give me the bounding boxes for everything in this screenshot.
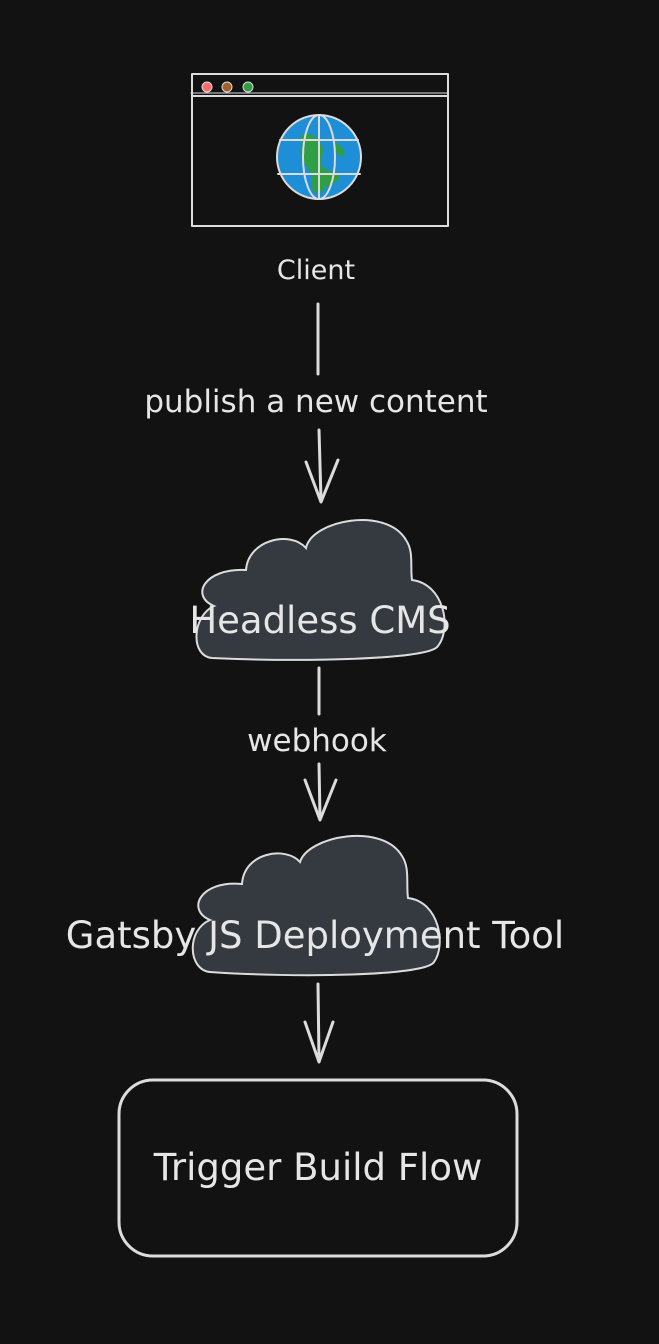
client-node[interactable]: Client — [190, 73, 449, 286]
build-box-shape — [117, 1078, 519, 1258]
cms-node[interactable]: Headless CMS — [189, 519, 451, 661]
edge-webhook: webhook — [247, 666, 387, 822]
browser-window-icon — [190, 73, 449, 227]
cms-label: Headless CMS — [189, 599, 450, 642]
gatsby-node[interactable]: Gatsby JS Deployment Tool — [66, 834, 564, 977]
edge-trigger — [303, 982, 335, 1064]
gatsby-cloud-shape — [191, 834, 441, 977]
window-dot-red — [201, 81, 213, 93]
window-dot-green — [242, 81, 254, 93]
cms-cloud-shape — [195, 519, 446, 661]
gatsby-label: Gatsby JS Deployment Tool — [66, 914, 564, 957]
edge-publish-label: publish a new content — [144, 384, 487, 420]
build-label: Trigger Build Flow — [153, 1146, 482, 1189]
edge-publish: publish a new content — [144, 302, 488, 504]
edge-webhook-label: webhook — [247, 723, 387, 759]
window-dot-brown — [221, 81, 233, 93]
globe-icon — [276, 114, 362, 200]
build-node[interactable]: Trigger Build Flow — [117, 1078, 519, 1258]
client-label: Client — [277, 255, 355, 286]
